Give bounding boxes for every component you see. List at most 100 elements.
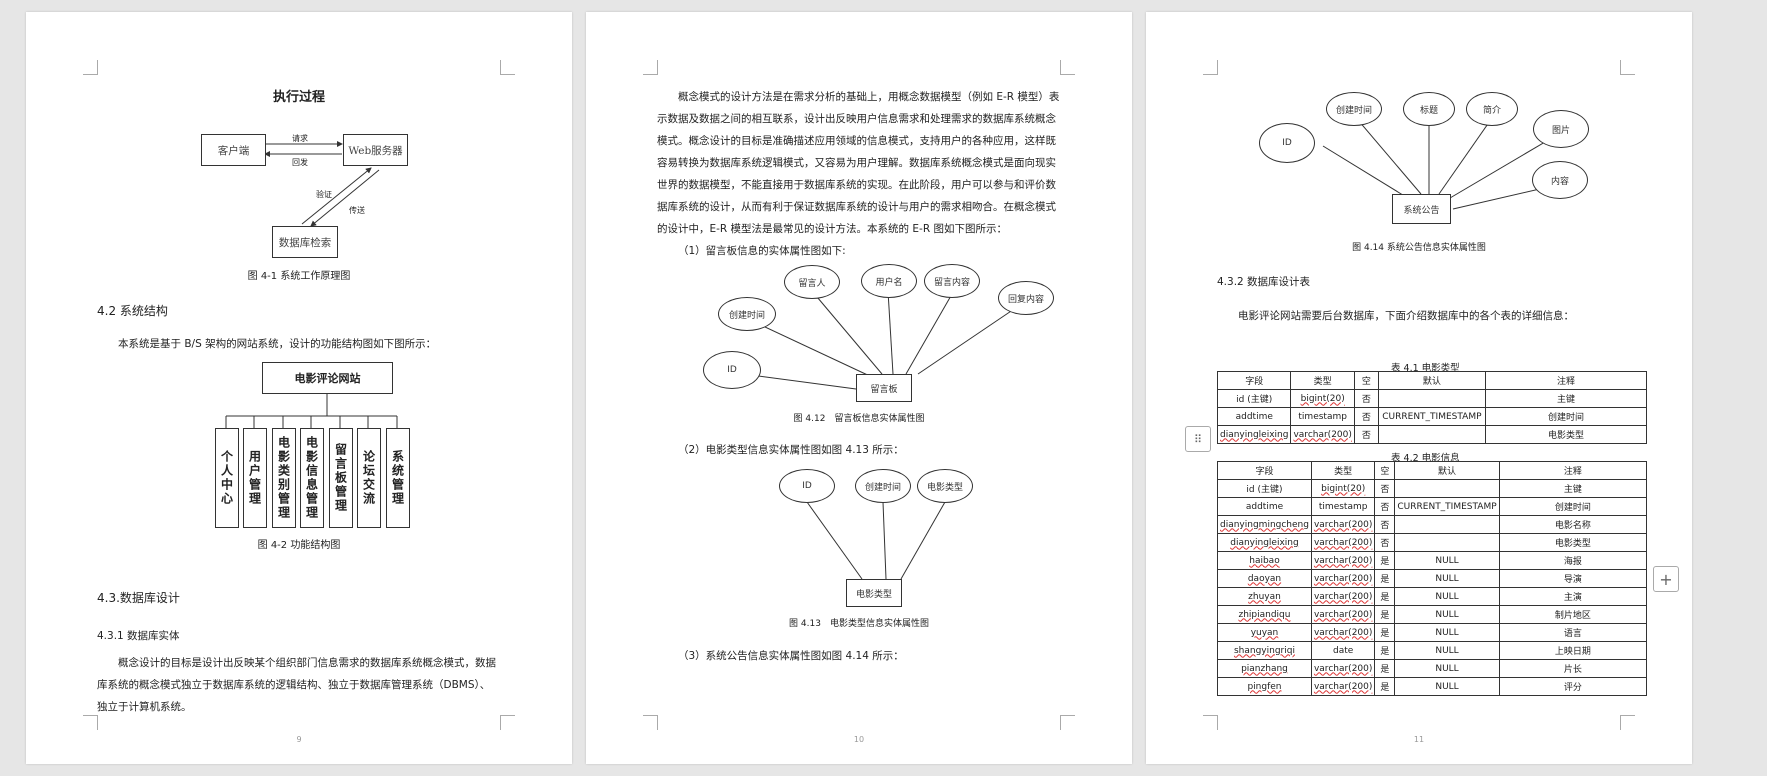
table-cell[interactable]: timestamp [1310, 497, 1376, 516]
er-attribute: 简介 [1466, 92, 1518, 126]
table-cell[interactable]: 片长 [1498, 659, 1648, 678]
margin-marker [643, 715, 658, 730]
table-cell[interactable]: NULL [1394, 659, 1500, 678]
table-caption: 表 4.2 电影信息 [1391, 453, 1460, 464]
table-cell[interactable]: 上映日期 [1498, 641, 1648, 660]
er-attribute: 留言内容 [924, 264, 980, 298]
table-cell[interactable]: zhuyan [1217, 587, 1312, 606]
table-cell[interactable]: varchar(200) [1310, 605, 1376, 624]
table-cell[interactable]: id (主键) [1217, 479, 1312, 498]
table-cell[interactable]: addtime [1217, 497, 1312, 516]
table-cell[interactable]: 电影类型 [1498, 533, 1648, 552]
table-cell[interactable]: dianyingleixing [1217, 533, 1312, 552]
table-cell[interactable] [1394, 533, 1500, 552]
table-cell[interactable]: 否 [1353, 389, 1379, 408]
flow-arrows [264, 141, 380, 227]
table-cell[interactable]: timestamp [1290, 407, 1355, 426]
table-cell[interactable]: pingfen [1217, 677, 1312, 696]
table-cell[interactable]: 制片地区 [1498, 605, 1648, 624]
table-cell[interactable]: bigint(20) [1290, 389, 1355, 408]
table-cell[interactable]: 创建时间 [1484, 407, 1648, 426]
table-cell[interactable]: dianyingleixing [1216, 425, 1292, 444]
table-cell[interactable]: 主演 [1498, 587, 1648, 606]
table-cell[interactable]: daoyan [1217, 569, 1312, 588]
table-cell[interactable] [1377, 425, 1486, 444]
table-header-row: 字段 类型 空 默认 注释 [1217, 461, 1648, 480]
table-cell[interactable]: bigint(20) [1310, 479, 1376, 498]
table-move-handle-icon[interactable]: ⠿ [1185, 426, 1211, 452]
table-cell[interactable]: 是 [1374, 623, 1396, 642]
table-cell[interactable]: 否 [1374, 497, 1396, 516]
table-cell[interactable]: varchar(200) [1290, 425, 1355, 444]
table-cell[interactable]: varchar(200) [1310, 551, 1376, 570]
figure-caption: 图 4.13 电影类型信息实体属性图 [789, 619, 929, 629]
table-cell[interactable] [1394, 515, 1500, 534]
document-page-10: 概念模式的设计方法是在需求分析的基础上，用概念数据模型（例如 E-R 模型）表 … [586, 12, 1132, 764]
table-cell[interactable]: 导演 [1498, 569, 1648, 588]
table-cell[interactable]: 否 [1374, 479, 1396, 498]
er-attribute: 内容 [1532, 161, 1588, 199]
table-cell[interactable]: 是 [1374, 551, 1396, 570]
table-cell[interactable]: 是 [1374, 659, 1396, 678]
table-cell[interactable]: zhipiandiqu [1217, 605, 1312, 624]
table-cell[interactable] [1377, 389, 1486, 408]
table-cell[interactable]: varchar(200) [1310, 533, 1376, 552]
table-cell[interactable]: NULL [1394, 641, 1500, 660]
table-cell[interactable]: 是 [1374, 677, 1396, 696]
table-cell[interactable]: 主键 [1498, 479, 1648, 498]
db-box: 数据库检索 [272, 226, 338, 258]
table-cell[interactable]: varchar(200) [1310, 587, 1376, 606]
table-cell[interactable]: 是 [1374, 605, 1396, 624]
er-entity: 留言板 [856, 374, 912, 402]
table-cell[interactable]: varchar(200) [1310, 659, 1376, 678]
table-cell[interactable] [1394, 479, 1500, 498]
table-cell[interactable]: pianzhang [1217, 659, 1312, 678]
table-cell[interactable]: id (主键) [1216, 389, 1292, 408]
table-cell[interactable]: varchar(200) [1310, 569, 1376, 588]
table-cell[interactable]: 电影类型 [1484, 425, 1648, 444]
table-cell[interactable]: addtime [1216, 407, 1292, 426]
table-cell[interactable]: 否 [1353, 425, 1379, 444]
table-cell[interactable]: NULL [1394, 677, 1500, 696]
module-box: 电影类别管理 [272, 428, 296, 528]
table-cell[interactable]: CURRENT_TIMESTAMP [1377, 407, 1486, 426]
table-cell[interactable]: NULL [1394, 551, 1500, 570]
table-cell[interactable]: 海报 [1498, 551, 1648, 570]
table-cell[interactable]: CURRENT_TIMESTAMP [1394, 497, 1500, 516]
table-cell[interactable]: 评分 [1498, 677, 1648, 696]
table-cell[interactable]: 是 [1374, 569, 1396, 588]
table-cell[interactable]: shangyingriqi [1217, 641, 1312, 660]
table-cell[interactable]: yuyan [1217, 623, 1312, 642]
table-cell[interactable]: 否 [1374, 515, 1396, 534]
column-header: 字段 [1216, 371, 1292, 390]
table-cell[interactable]: 创建时间 [1498, 497, 1648, 516]
table-cell[interactable]: varchar(200) [1310, 623, 1376, 642]
table-cell[interactable]: 否 [1374, 533, 1396, 552]
table-cell[interactable]: date [1310, 641, 1376, 660]
table-cell[interactable]: varchar(200) [1310, 515, 1376, 534]
table-cell[interactable]: 是 [1374, 641, 1396, 660]
column-header: 注释 [1498, 461, 1648, 480]
table-cell[interactable]: 是 [1374, 587, 1396, 606]
table-row: id (主键)bigint(20)否 主键 [1217, 479, 1648, 498]
table-cell[interactable]: 语言 [1498, 623, 1648, 642]
table-cell[interactable]: NULL [1394, 623, 1500, 642]
figure-caption: 图 4.12 留言板信息实体属性图 [793, 414, 925, 424]
table-cell[interactable]: 电影名称 [1498, 515, 1648, 534]
table-cell[interactable]: dianyingmingcheng [1217, 515, 1312, 534]
document-page-11: 创建时间 标题 简介 图片 ID 内容 系统公告 图 4.14 系统公告信息实体… [1146, 12, 1692, 764]
table-cell[interactable]: varchar(200) [1310, 677, 1376, 696]
subsection-label: （2）电影类型信息实体属性图如图 4.13 所示： [678, 444, 904, 456]
table-cell[interactable]: NULL [1394, 605, 1500, 624]
er-attribute: ID [703, 351, 761, 389]
add-row-plus-icon[interactable]: + [1653, 566, 1679, 592]
table-cell[interactable]: 否 [1353, 407, 1379, 426]
table-cell[interactable]: haibao [1217, 551, 1312, 570]
table-cell[interactable]: NULL [1394, 587, 1500, 606]
table-cell[interactable]: 主键 [1484, 389, 1648, 408]
table-cell[interactable]: NULL [1394, 569, 1500, 588]
